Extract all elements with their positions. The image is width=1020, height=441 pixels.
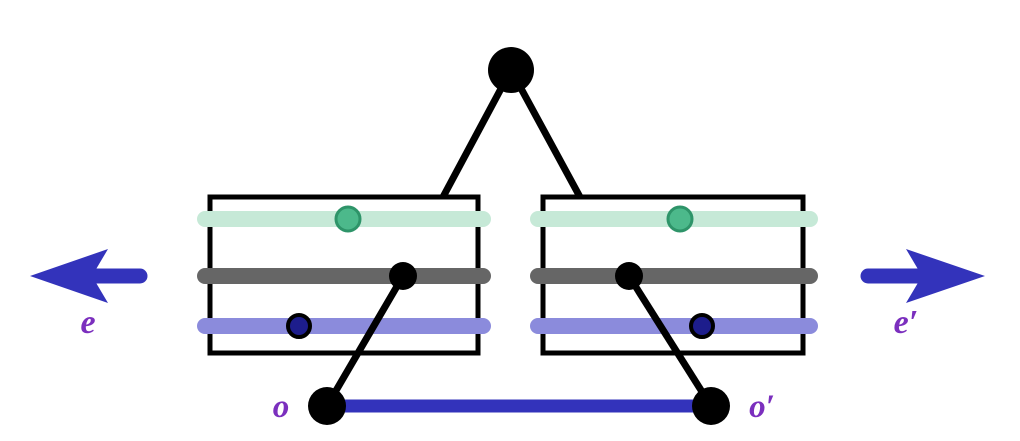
right-frame-green-marker <box>666 205 694 233</box>
left-arrow <box>30 249 148 303</box>
right-frame-navy-marker <box>689 313 715 339</box>
left-frame-navy-marker <box>286 313 312 339</box>
left-frame-green-marker <box>334 205 362 233</box>
right-arrow-head <box>906 249 985 303</box>
right-arrow <box>860 249 985 303</box>
left-observer-label: o <box>273 389 290 425</box>
left-frame <box>197 194 491 425</box>
right-frame-worldline <box>626 274 714 408</box>
apex-node <box>488 47 534 93</box>
right-frame-black-marker <box>615 262 643 290</box>
left-observer-node <box>308 387 346 425</box>
left-frame-black-marker <box>389 262 417 290</box>
right-observer-label: o′ <box>749 389 775 425</box>
right-arrow-label: e′ <box>894 304 919 341</box>
right-frame <box>530 194 818 425</box>
left-arrow-head <box>30 249 108 303</box>
apex-link-left <box>439 68 515 199</box>
left-frame-worldline <box>323 274 407 408</box>
apex-link-right <box>507 68 584 199</box>
left-arrow-label: e <box>80 304 95 341</box>
right-observer-node <box>692 387 730 425</box>
